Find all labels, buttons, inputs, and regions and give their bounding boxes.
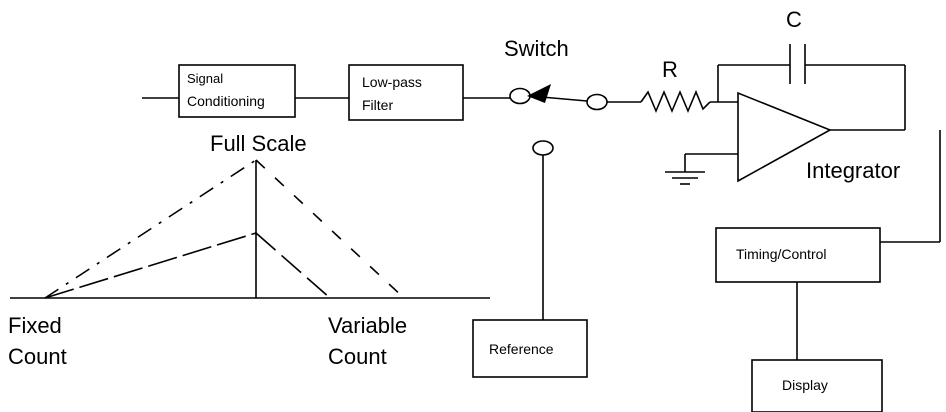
capacitor-label: C [786, 7, 802, 32]
low-pass-filter-label-line1: Low-pass [362, 74, 422, 90]
switch-contact-right [586, 93, 608, 111]
reference-contact [532, 140, 554, 156]
partial-ramp-down [255, 232, 331, 299]
reference-block [472, 319, 588, 378]
full-scale-ramp-down [255, 159, 405, 299]
fixed-count-label-line1: Fixed [8, 313, 62, 338]
variable-count-label-line2: Count [328, 344, 387, 369]
fixed-count-label-line2: Count [8, 344, 67, 369]
switch-arrowhead [527, 84, 551, 103]
resistor [640, 89, 711, 114]
switch-label: Switch [504, 36, 569, 61]
low-pass-filter-block [348, 64, 464, 121]
signal-conditioning-label-line1: Signal [187, 71, 224, 86]
partial-ramp-up [44, 232, 257, 299]
signal-conditioning-block [178, 64, 296, 118]
signal-conditioning-label-line2: Conditioning [187, 93, 265, 109]
full-scale-label: Full Scale [210, 131, 307, 156]
timing-control-block [715, 227, 881, 283]
reference-label: Reference [489, 341, 554, 357]
low-pass-filter-label-line2: Filter [362, 97, 394, 113]
integrator-label: Integrator [806, 158, 901, 183]
display-label: Display [782, 377, 828, 393]
timing-control-label: Timing/Control [736, 246, 827, 262]
resistor-label: R [662, 57, 678, 82]
full-scale-ramp-up [44, 159, 257, 299]
display-block [751, 359, 883, 412]
integrator-opamp [737, 91, 832, 183]
variable-count-label-line1: Variable [328, 313, 408, 338]
